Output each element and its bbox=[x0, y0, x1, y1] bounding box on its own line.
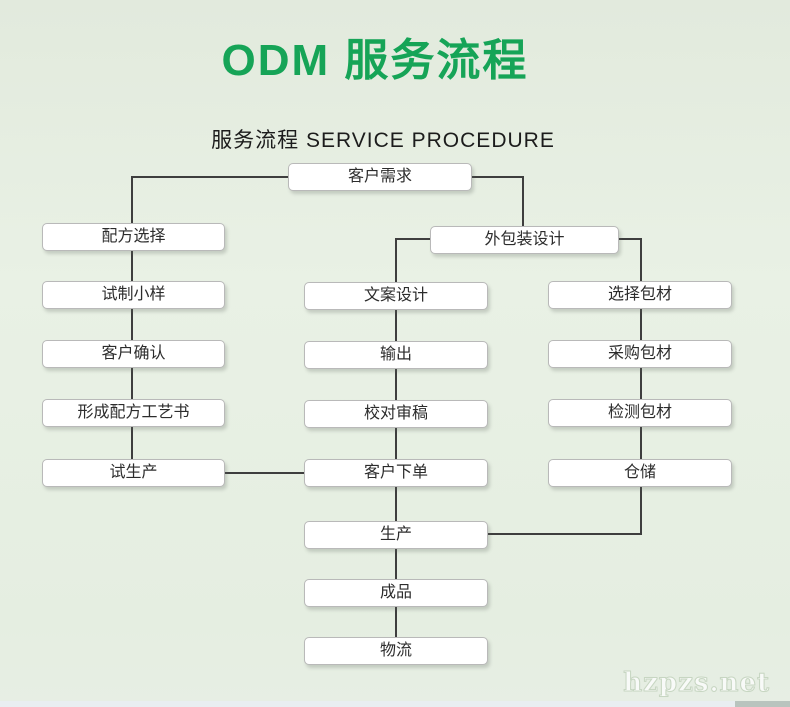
node-packaging-design: 外包装设计 bbox=[430, 226, 619, 254]
connector-line bbox=[486, 533, 642, 535]
node-output: 输出 bbox=[304, 341, 488, 369]
node-formula-spec-book: 形成配方工艺书 bbox=[42, 399, 225, 427]
node-customer-demand: 客户需求 bbox=[288, 163, 472, 191]
watermark: hzpzs.net bbox=[623, 668, 770, 699]
page-title: ODM 服务流程 bbox=[221, 36, 529, 85]
node-proofreading: 校对审稿 bbox=[304, 400, 488, 428]
connector-line bbox=[522, 176, 524, 228]
node-packaging-purchase: 采购包材 bbox=[548, 340, 732, 368]
page-subtitle: 服务流程 SERVICE PROCEDURE bbox=[211, 129, 555, 152]
connector-line bbox=[640, 238, 642, 535]
node-logistics: 物流 bbox=[304, 637, 488, 665]
connector-line bbox=[616, 238, 642, 240]
node-trial-sample: 试制小样 bbox=[42, 281, 225, 309]
bottom-strip bbox=[0, 701, 790, 707]
node-warehousing: 仓储 bbox=[548, 459, 732, 487]
node-packaging-selection: 选择包材 bbox=[548, 281, 732, 309]
node-trial-production: 试生产 bbox=[42, 459, 225, 487]
connector-line bbox=[396, 238, 431, 240]
node-customer-order: 客户下单 bbox=[304, 459, 488, 487]
node-customer-confirm: 客户确认 bbox=[42, 340, 225, 368]
connector-line bbox=[222, 472, 305, 474]
connector-line bbox=[131, 176, 133, 460]
node-formula-selection: 配方选择 bbox=[42, 223, 225, 251]
node-finished-product: 成品 bbox=[304, 579, 488, 607]
bottom-strip-corner bbox=[735, 701, 790, 707]
node-production: 生产 bbox=[304, 521, 488, 549]
node-copy-design: 文案设计 bbox=[304, 282, 488, 310]
connector-line bbox=[395, 238, 397, 639]
connector-line bbox=[131, 176, 289, 178]
node-packaging-inspection: 检测包材 bbox=[548, 399, 732, 427]
connector-line bbox=[470, 176, 524, 178]
